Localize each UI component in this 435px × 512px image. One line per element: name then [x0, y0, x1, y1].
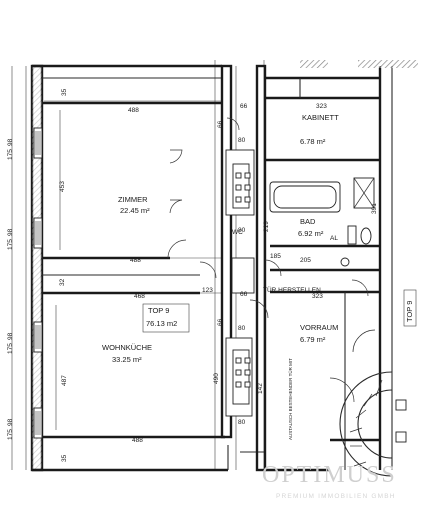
- dim-bad-205: 205: [300, 257, 311, 264]
- room-vorraum-area: 6.79 m²: [300, 335, 326, 344]
- dim-bad-185: 185: [270, 253, 281, 260]
- dim-bad-391: 391: [371, 203, 378, 214]
- watermark-brand: OPTIMUSS: [262, 462, 397, 488]
- bathroom-fixtures: [269, 177, 375, 267]
- kitchen-counter: [232, 163, 251, 405]
- room-top9-name: TOP 9: [148, 306, 169, 315]
- room-bad-name: BAD: [300, 217, 316, 226]
- dim-sill-c: 98: [7, 332, 14, 340]
- dim-80b: 80: [238, 227, 246, 234]
- dim-wohn-height: 487: [61, 375, 68, 386]
- dim-wall-32: 32: [59, 278, 66, 286]
- dim-zimmer-height: 453: [59, 181, 66, 192]
- room-zimmer-name: ZIMMER: [118, 195, 148, 204]
- vertical-note: AUSTAUSCH BESTEHENDER TÜR MIT: [287, 358, 293, 440]
- dim-wall-35-bottom: 35: [61, 454, 68, 462]
- dim-66a: 66: [240, 103, 248, 110]
- dim-wall-35-top: 35: [61, 88, 68, 96]
- windows: [33, 127, 43, 439]
- dim-66d: 66: [217, 318, 224, 326]
- roof-hatching: [300, 60, 418, 68]
- dim-sill-b: 98: [7, 228, 14, 236]
- dim-bottom-width: 488: [132, 437, 143, 444]
- room-top9-area: 76.13 m2: [146, 319, 177, 328]
- room-kabinett-name: KABINETT: [302, 113, 339, 122]
- dim-142: 142: [257, 383, 264, 394]
- top9-right-label: TOP 9: [405, 301, 414, 322]
- dim-win-b: 175: [7, 239, 14, 250]
- wc-label: WC: [232, 229, 243, 236]
- dim-kabinett-width2: 323: [312, 293, 323, 300]
- doors: [167, 117, 376, 403]
- dim-80d: 80: [238, 419, 246, 426]
- walls: [30, 64, 393, 472]
- room-bad-area: 6.92 m²: [298, 229, 324, 238]
- watermark-tagline: PREMIUM IMMOBILIEN GMBH: [276, 493, 396, 500]
- room-wohnkueche-name: WOHNKÜCHE: [102, 343, 152, 352]
- dim-win-a: 175: [7, 149, 14, 160]
- room-kabinett-area: 6.78 m²: [300, 137, 326, 146]
- dim-mid-width: 488: [130, 257, 141, 264]
- top9-label-box: [142, 303, 190, 333]
- toilet: [360, 227, 372, 245]
- dim-sill-d: 98: [7, 418, 14, 426]
- dim-66b: 66: [217, 120, 224, 128]
- dim-top-width: 488: [128, 107, 139, 114]
- dim-kabinett-width: 323: [316, 103, 327, 110]
- dim-80a: 80: [238, 137, 246, 144]
- dim-123: 123: [202, 287, 213, 294]
- al-label: AL: [330, 235, 338, 242]
- dim-66c: 66: [240, 291, 248, 298]
- staircase: [339, 371, 407, 477]
- dim-vorraum-height: 490: [213, 373, 220, 384]
- dim-win-c: 175: [7, 343, 14, 354]
- dimension-texts: 488 453 488 468 487 488 35 35 32 175 175…: [7, 88, 378, 462]
- dim-win-d: 175: [7, 429, 14, 440]
- sink: [340, 257, 350, 267]
- top9-right-box: [403, 289, 417, 327]
- room-wohnkueche-area: 33.25 m²: [112, 355, 142, 364]
- dim-bad-height: 219: [263, 221, 270, 232]
- room-vorraum-name: VORRAUM: [300, 323, 338, 332]
- dim-mid-width2: 468: [134, 293, 145, 300]
- dim-sill-a: 98: [7, 138, 14, 146]
- dim-80c: 80: [238, 325, 246, 332]
- tuer-herstellen-label: TÜR HERSTELLEN: [263, 286, 321, 294]
- room-zimmer-area: 22.45 m²: [120, 206, 150, 215]
